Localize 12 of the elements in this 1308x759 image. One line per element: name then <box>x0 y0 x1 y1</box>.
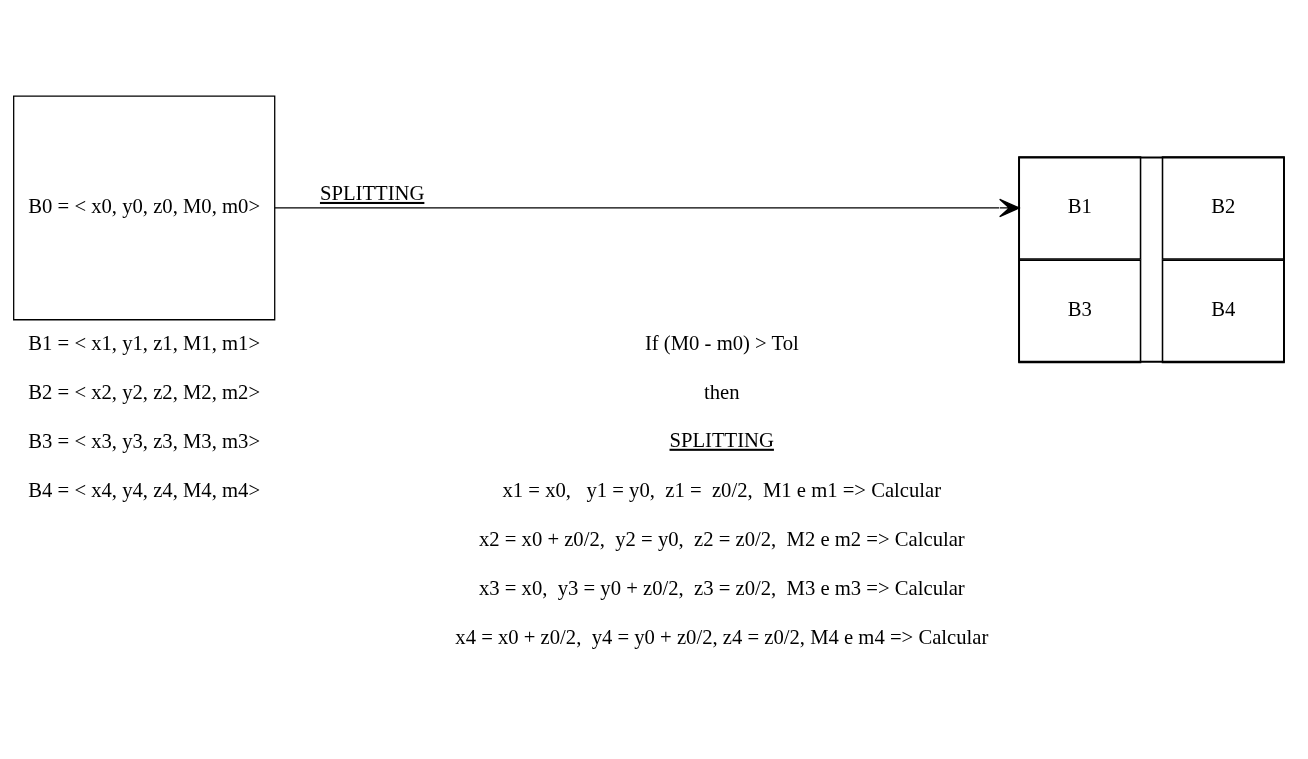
label: B3 = < x3, y3, z3, M3, m3> <box>28 430 261 453</box>
edge-label: SPLITTING <box>319 181 425 204</box>
label: B1 = < x1, y1, z1, M1, m1> <box>28 331 261 354</box>
label: If (M0 - m0) > Tol <box>644 331 799 354</box>
label: SPLITTING <box>669 428 774 451</box>
label: B2 = < x2, y2, z2, M2, m2> <box>28 380 261 403</box>
label: x1 = x0, y1 = y0, z1 = z0/2, M1 e m1 => Calcular <box>502 479 942 502</box>
label: x4 = x0 + z0/2, y4 = y0 + z0/2, z4 = z0/2, M4 e m4 => Calcular <box>455 626 989 649</box>
label: x2 = x0 + z0/2, y2 = y0, z2 = z0/2, M2 e m2 => Calcular <box>478 528 965 551</box>
label: B4 = < x4, y4, z4, M4, m4> <box>28 479 261 502</box>
label: then <box>704 380 740 403</box>
label: x3 = x0, y3 = y0 + z0/2, z3 = z0/2, M3 e m3 => Calcular <box>478 577 965 600</box>
